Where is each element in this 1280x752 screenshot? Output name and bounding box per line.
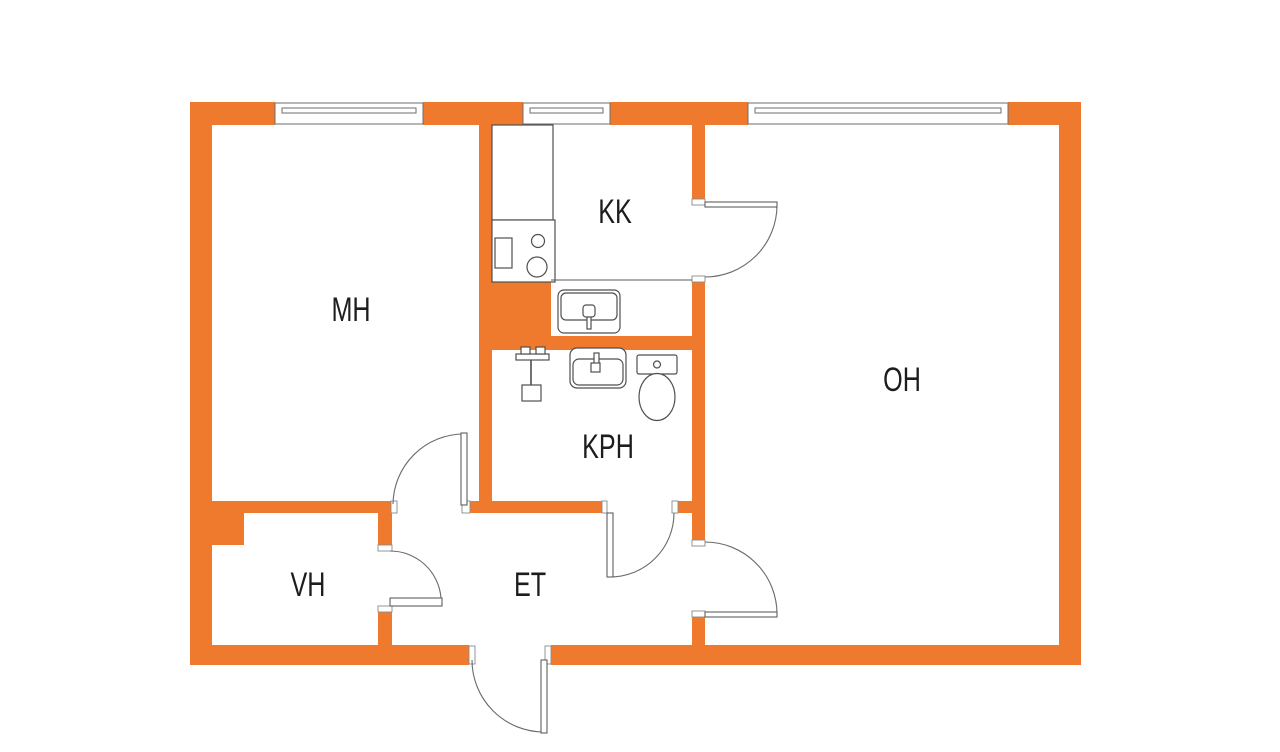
door-jamb: [544, 645, 552, 665]
kitchen-fixtures: [491, 124, 692, 334]
wall-segment: [551, 645, 1081, 665]
room-labels: MH KK OH KPH VH ET: [291, 193, 921, 604]
wall-segment: [190, 501, 391, 513]
door-jamb: [691, 610, 706, 618]
door-swing-icon-kph-et: [606, 512, 675, 578]
room-label-kph: KPH: [582, 428, 634, 466]
door-jamb: [691, 275, 706, 283]
window-glazing: [529, 107, 604, 114]
shower-mixer-icon: [515, 346, 550, 402]
wall-segment: [1059, 102, 1081, 665]
wall-segment: [692, 282, 705, 540]
door-swing-icon-vh-et: [389, 550, 443, 607]
door-leaf: [704, 201, 778, 208]
faucet: [590, 362, 601, 373]
faucet-stem: [586, 315, 592, 330]
doors: [389, 201, 778, 734]
door-arc: [704, 204, 778, 278]
bathroom-fixtures: [515, 346, 678, 422]
door-jamb: [601, 500, 608, 514]
door-swing-icon-et-oh: [704, 541, 778, 618]
room-label-et: ET: [514, 566, 546, 604]
window-icon-oh: [747, 102, 1009, 125]
door-leaf: [606, 512, 614, 578]
kitchen-sink-icon: [557, 289, 621, 334]
door-arc: [389, 550, 442, 599]
wall-segment: [470, 501, 602, 513]
wall-segment: [423, 102, 523, 125]
walls: [190, 102, 1081, 665]
room-label-oh: OH: [883, 361, 921, 399]
window-glazing: [754, 107, 1002, 114]
wall-segment: [190, 645, 469, 665]
door-jamb: [671, 500, 679, 514]
wall-segment: [678, 501, 705, 513]
door-jamb: [691, 539, 706, 547]
mixer-knob: [520, 346, 531, 355]
wall-segment: [692, 125, 705, 199]
fridge-icon: [491, 124, 554, 221]
door-swing-icon-kk-oh: [704, 201, 778, 278]
wall-segment: [378, 612, 392, 645]
window-glazing: [281, 107, 417, 114]
door-arc: [704, 541, 778, 615]
room-label-vh: VH: [291, 566, 326, 604]
door-leaf: [460, 432, 468, 506]
door-swing-icon-mh-et: [392, 432, 468, 506]
wall-segment: [378, 513, 392, 545]
door-jamb: [377, 544, 393, 552]
windows: [274, 102, 1009, 125]
door-arc: [392, 433, 465, 505]
door-jamb: [390, 500, 398, 514]
wall-segment: [479, 338, 492, 502]
door-leaf: [389, 597, 443, 607]
oven-door: [494, 237, 513, 269]
washbasin-icon: [569, 347, 627, 389]
faucet: [582, 304, 596, 318]
window-icon-mh: [274, 102, 424, 125]
room-label-mh: MH: [331, 291, 370, 329]
wall-segment: [610, 102, 748, 125]
toilet-icon: [636, 354, 678, 422]
toilet-button: [652, 360, 662, 369]
door-arc: [609, 512, 675, 578]
room-areas: [212, 125, 1059, 645]
wall-duct-notch: [210, 513, 244, 545]
burner: [526, 256, 548, 278]
door-jambs: [377, 198, 706, 665]
door-leaf: [540, 659, 548, 734]
burner: [530, 233, 546, 249]
room-label-kk: KK: [598, 193, 632, 231]
wall-segment: [479, 336, 693, 350]
door-leaf: [704, 611, 778, 618]
wall-segment: [190, 102, 212, 665]
window-icon-kk: [522, 102, 611, 125]
stove-icon: [491, 219, 556, 283]
wall-segment: [692, 617, 705, 645]
mixer-knob: [535, 346, 546, 355]
wall-segment: [479, 125, 492, 282]
toilet-bowl: [638, 372, 676, 422]
entrance-door-icon: [471, 659, 548, 734]
door-jamb: [691, 198, 706, 206]
door-jamb: [377, 605, 393, 613]
shower-drain: [521, 384, 542, 402]
door-arc: [471, 659, 545, 733]
mixer-bar: [515, 353, 550, 361]
wall-segment: [479, 282, 551, 338]
